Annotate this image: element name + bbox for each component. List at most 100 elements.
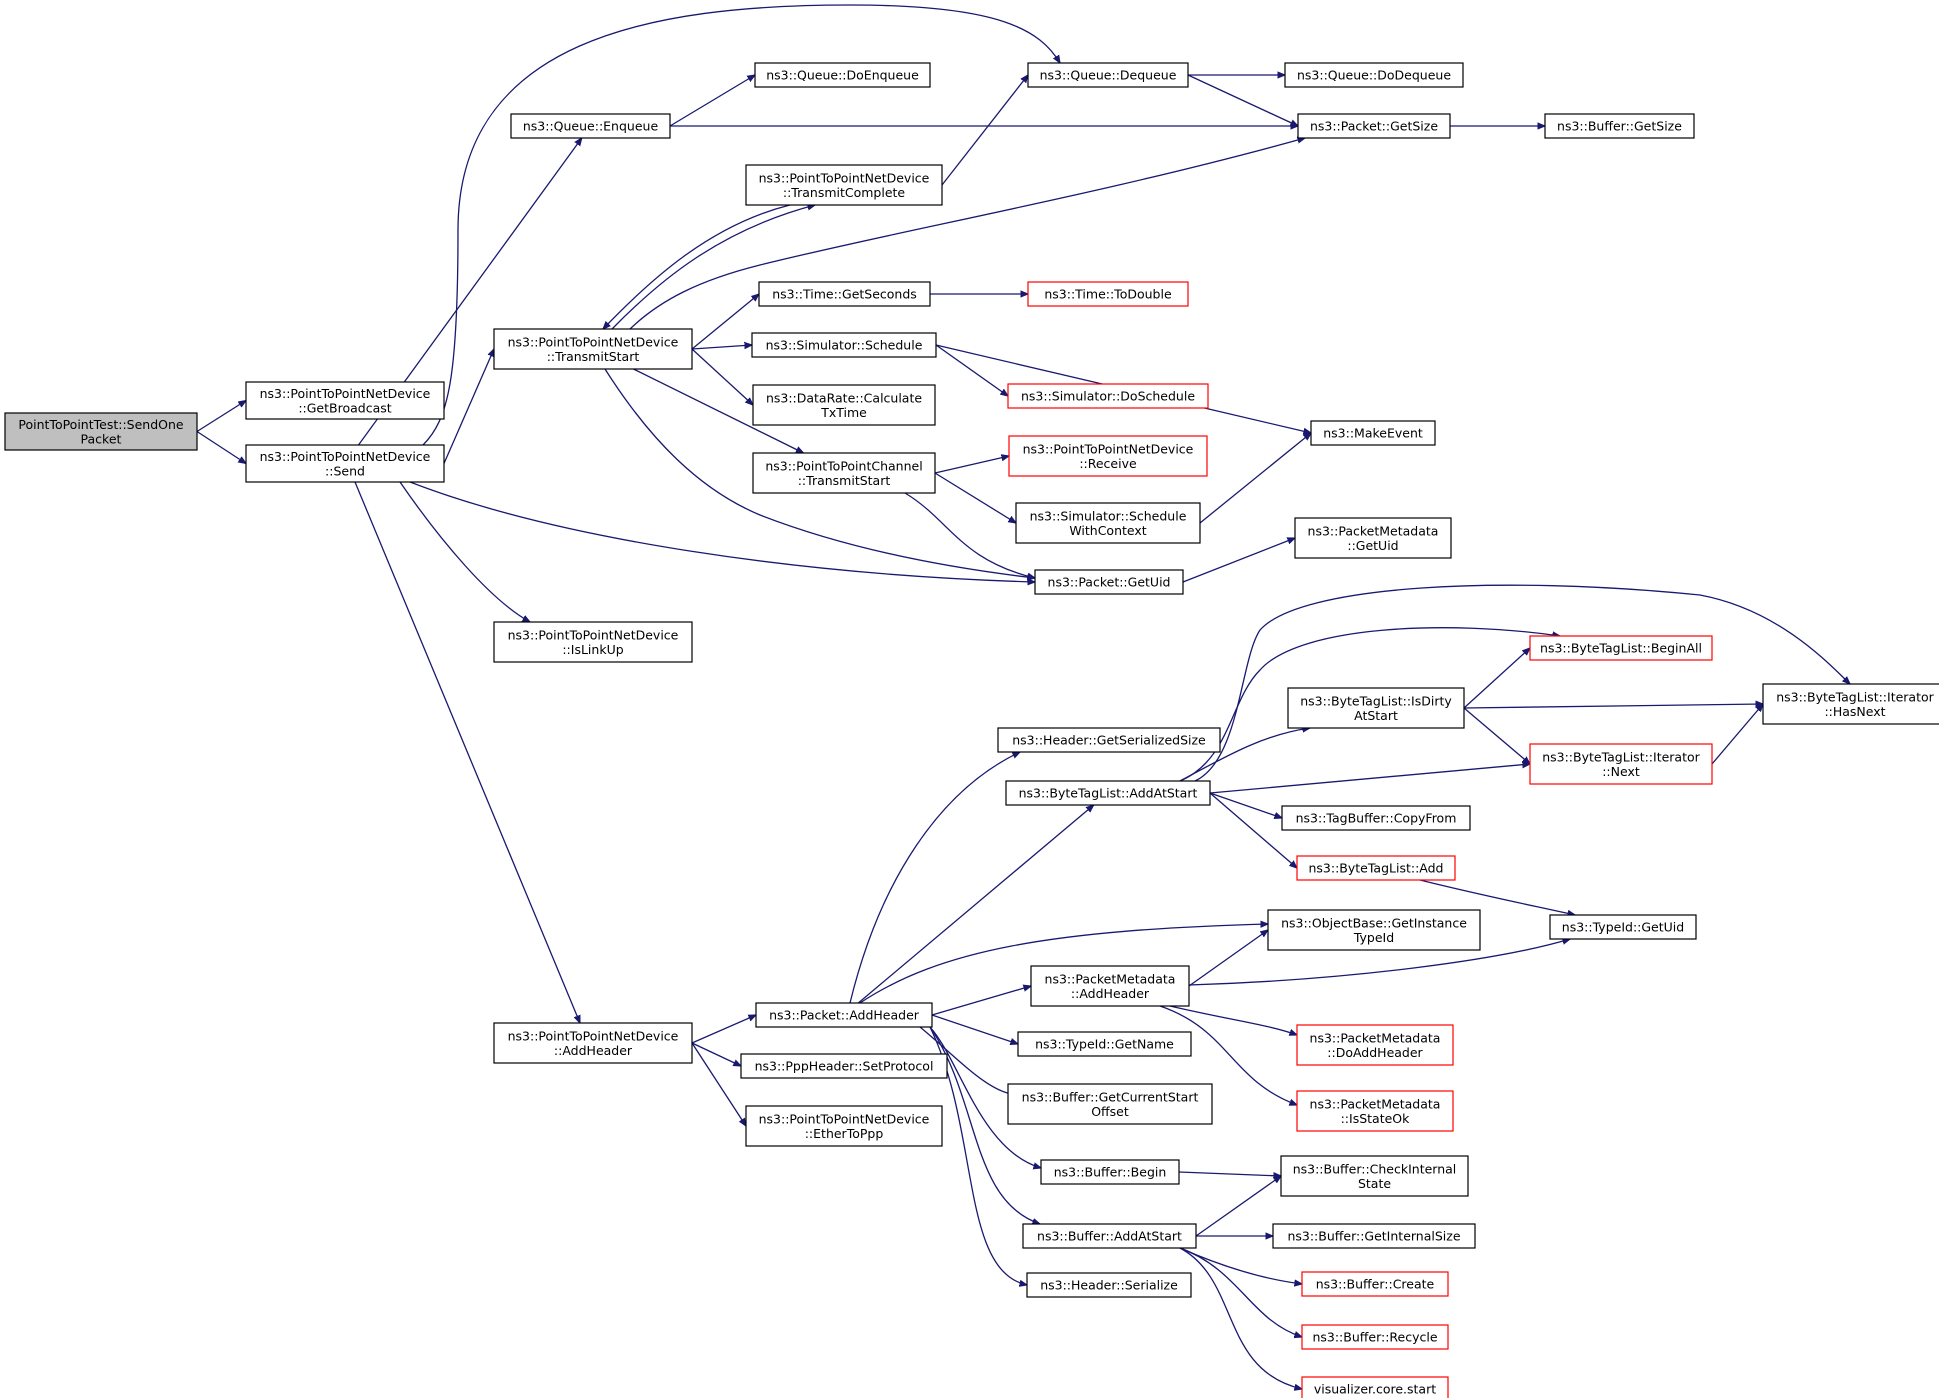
node-box xyxy=(1017,1031,1192,1057)
node-label: ns3::Simulator::DoSchedule xyxy=(1021,389,1195,404)
edge-pktAddHeader-to-metaAddHeader xyxy=(931,986,1031,1016)
node-chanTransmit[interactable]: ns3::PointToPointChannel::TransmitStart xyxy=(752,452,936,494)
node-box xyxy=(751,332,937,358)
node-box xyxy=(4,412,198,451)
node-label: ns3::ByteTagList::IsDirty xyxy=(1300,693,1452,708)
node-label: ns3::Buffer::GetSize xyxy=(1557,119,1682,134)
node-label: ::Send xyxy=(325,463,365,478)
node-label: ns3::Packet::GetSize xyxy=(1310,119,1438,134)
node-box xyxy=(755,1002,933,1028)
node-box xyxy=(1267,909,1481,951)
node-typeGetUid[interactable]: ns3::TypeId::GetUid xyxy=(1549,914,1697,940)
node-iterHasNext[interactable]: ns3::ByteTagList::Iterator::HasNext xyxy=(1762,683,1939,725)
edge-schedCtx-to-makeEvent xyxy=(1199,433,1311,524)
node-transmitStart[interactable]: ns3::PointToPointNetDevice::TransmitStar… xyxy=(493,328,693,370)
node-box xyxy=(1040,1159,1180,1185)
node-label: ns3::PointToPointNetDevice xyxy=(508,1028,679,1043)
node-doSchedule[interactable]: ns3::Simulator::DoSchedule xyxy=(1007,383,1209,409)
node-receive[interactable]: ns3::PointToPointNetDevice::Receive xyxy=(1008,435,1208,477)
node-label: ::AddHeader xyxy=(1071,986,1150,1001)
edge-send-to-transmitStart xyxy=(443,349,495,464)
edge-chanTransmit-to-pktGetUid xyxy=(904,492,1035,578)
edge-pktAddHeader-to-btlAddAtStart xyxy=(857,805,1093,1004)
edge-btlAdd-to-typeGetUid xyxy=(1419,879,1575,915)
node-btlAddAtStart[interactable]: ns3::ByteTagList::AddAtStart xyxy=(1005,780,1211,806)
edge-enqueue-to-doEnqueue xyxy=(669,75,755,127)
node-label: ns3::PointToPointNetDevice xyxy=(759,1111,930,1126)
node-getBroadcast[interactable]: ns3::PointToPointNetDevice::GetBroadcast xyxy=(245,381,445,420)
edge-transmitComplete-to-dequeue xyxy=(941,75,1028,186)
node-metaIsStateOk[interactable]: ns3::PacketMetadata::IsStateOk xyxy=(1296,1090,1454,1132)
node-bufAddAtStart[interactable]: ns3::Buffer::AddAtStart xyxy=(1022,1223,1197,1249)
node-doEnqueue[interactable]: ns3::Queue::DoEnqueue xyxy=(754,62,931,88)
node-setProtocol[interactable]: ns3::PppHeader::SetProtocol xyxy=(740,1053,948,1079)
node-bufRecycle[interactable]: ns3::Buffer::Recycle xyxy=(1301,1324,1449,1350)
edge-metaAddHeader-to-metaIsStateOk xyxy=(1159,1005,1297,1105)
node-box xyxy=(745,164,943,206)
node-label: ns3::PointToPointNetDevice xyxy=(1023,441,1194,456)
node-label: ::GetBroadcast xyxy=(298,400,391,415)
edge-pktAddHeader-to-getSerSize xyxy=(849,752,1020,1004)
node-metaAddHeader[interactable]: ns3::PacketMetadata::AddHeader xyxy=(1030,965,1190,1007)
node-dequeue[interactable]: ns3::Queue::Dequeue xyxy=(1027,62,1189,88)
node-label: ns3::Queue::Dequeue xyxy=(1040,68,1177,83)
node-schedule[interactable]: ns3::Simulator::Schedule xyxy=(751,332,937,358)
node-box xyxy=(745,1105,943,1147)
node-metaGetUid[interactable]: ns3::PacketMetadata::GetUid xyxy=(1294,517,1452,559)
edge-btlIsDirty-to-iterHasNext xyxy=(1463,704,1763,709)
node-label: ns3::Buffer::Begin xyxy=(1054,1165,1167,1180)
node-label: ::DoAddHeader xyxy=(1327,1045,1423,1060)
node-bufCreate[interactable]: ns3::Buffer::Create xyxy=(1301,1271,1449,1297)
edge-btlAddAtStart-to-iterHasNext xyxy=(1194,584,1850,782)
node-hdrSerialize[interactable]: ns3::Header::Serialize xyxy=(1026,1272,1192,1298)
node-bufBegin[interactable]: ns3::Buffer::Begin xyxy=(1040,1159,1180,1185)
node-iterNext[interactable]: ns3::ByteTagList::Iterator::Next xyxy=(1529,743,1713,785)
node-bufIntSize[interactable]: ns3::Buffer::GetInternalSize xyxy=(1272,1223,1476,1249)
node-transmitComplete[interactable]: ns3::PointToPointNetDevice::TransmitComp… xyxy=(745,164,943,206)
node-box xyxy=(493,1022,693,1064)
node-label: ns3::TypeId::GetUid xyxy=(1562,920,1684,935)
node-metaDoAddHeader[interactable]: ns3::PacketMetadata::DoAddHeader xyxy=(1296,1024,1454,1066)
edge-transmitComplete-to-transmitStart xyxy=(603,204,791,329)
node-getSerSize[interactable]: ns3::Header::GetSerializedSize xyxy=(997,727,1221,753)
node-etherToPpp[interactable]: ns3::PointToPointNetDevice::EtherToPpp xyxy=(745,1105,943,1147)
node-box xyxy=(752,384,936,426)
edge-pktAddHeader-to-typeGetName xyxy=(931,1014,1018,1044)
node-isLinkUp[interactable]: ns3::PointToPointNetDevice::IsLinkUp xyxy=(493,621,693,663)
node-label: ::IsStateOk xyxy=(1341,1111,1411,1126)
edge-transmitStart-to-getSeconds xyxy=(691,294,759,350)
node-getSeconds[interactable]: ns3::Time::GetSeconds xyxy=(758,281,931,307)
node-makeEvent[interactable]: ns3::MakeEvent xyxy=(1310,420,1436,446)
node-enqueue[interactable]: ns3::Queue::Enqueue xyxy=(510,113,671,139)
node-send[interactable]: ns3::PointToPointNetDevice::Send xyxy=(245,444,445,483)
node-bufGetSize[interactable]: ns3::Buffer::GetSize xyxy=(1544,113,1695,139)
node-pktAddHeader[interactable]: ns3::Packet::AddHeader xyxy=(755,1002,933,1028)
node-btlAdd[interactable]: ns3::ByteTagList::Add xyxy=(1296,855,1456,881)
node-label: ns3::Buffer::Create xyxy=(1316,1277,1435,1292)
node-doDequeue[interactable]: ns3::Queue::DoDequeue xyxy=(1284,62,1464,88)
node-btlBeginAll[interactable]: ns3::ByteTagList::BeginAll xyxy=(1529,635,1713,661)
edge-chanTransmit-to-schedCtx xyxy=(934,472,1016,523)
node-devAddHeader[interactable]: ns3::PointToPointNetDevice::AddHeader xyxy=(493,1022,693,1064)
node-pktGetUid[interactable]: ns3::Packet::GetUid xyxy=(1034,569,1184,595)
node-label: ns3::PppHeader::SetProtocol xyxy=(755,1059,934,1074)
node-box xyxy=(1301,1271,1449,1297)
edge-btlAddAtStart-to-iterNext xyxy=(1209,764,1530,794)
node-label: ns3::ByteTagList::Add xyxy=(1308,861,1443,876)
node-box xyxy=(1296,1090,1454,1132)
node-label: ::IsLinkUp xyxy=(562,642,623,657)
node-tagCopyFrom[interactable]: ns3::TagBuffer::CopyFrom xyxy=(1281,805,1471,831)
edge-transmitStart-to-pktGetUid xyxy=(604,368,1035,578)
node-typeGetName[interactable]: ns3::TypeId::GetName xyxy=(1017,1031,1192,1057)
node-toDouble[interactable]: ns3::Time::ToDouble xyxy=(1027,281,1189,307)
node-box xyxy=(1005,780,1211,806)
node-vizStart[interactable]: visualizer.core.start xyxy=(1301,1376,1449,1398)
node-pktGetSize[interactable]: ns3::Packet::GetSize xyxy=(1297,113,1451,139)
